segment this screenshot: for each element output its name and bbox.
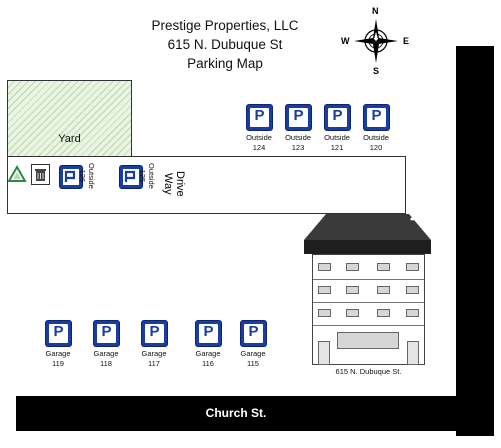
street-church: Church St. xyxy=(16,396,456,431)
spot-outside-126-label: Outside 126 xyxy=(78,163,96,189)
parking-sign-icon: P xyxy=(94,321,119,346)
parking-sign-icon: P xyxy=(325,105,350,130)
parking-sign-icon xyxy=(120,166,142,188)
map-subtitle: Parking Map xyxy=(187,56,263,71)
parking-sign-icon: P xyxy=(241,321,266,346)
building-label: 615 N. Dubuque St. xyxy=(335,367,402,376)
yard-area: Yard xyxy=(7,80,132,157)
parking-sign-icon: P xyxy=(247,105,272,130)
parking-sign-icon xyxy=(60,166,82,188)
compass-rose: N S W E xyxy=(340,6,414,76)
building-door-left xyxy=(318,341,330,365)
parking-sign-icon: P xyxy=(364,105,389,130)
driveway-label: Drive Way xyxy=(162,171,186,197)
driveway xyxy=(7,156,406,214)
building-door-right xyxy=(407,341,419,365)
street-n-dubuque-label: N. Dubuque St. xyxy=(408,135,422,221)
parking-sign-icon: P xyxy=(196,321,221,346)
compass-east: E xyxy=(403,36,410,46)
building-entrance xyxy=(337,332,399,349)
street-n-dubuque: N. Dubuque St. xyxy=(408,46,494,436)
building-roof xyxy=(304,214,431,254)
yard-label: Yard xyxy=(58,133,81,145)
trash-bin-icon xyxy=(31,164,50,185)
compass-rose-icon xyxy=(354,19,398,63)
parking-sign-icon: P xyxy=(286,105,311,130)
compass-south: S xyxy=(373,66,380,76)
parking-sign-icon: P xyxy=(142,321,167,346)
compass-west: W xyxy=(341,36,350,46)
street-church-label: Church St. xyxy=(205,406,267,420)
spot-outside-125-label: Outside 125 xyxy=(138,163,156,189)
compass-north: N xyxy=(372,6,379,16)
building xyxy=(312,254,425,365)
address-line: 615 N. Dubuque St xyxy=(167,37,283,52)
parking-sign-icon: P xyxy=(46,321,71,346)
recycle-icon xyxy=(7,164,27,190)
map-title: Prestige Properties, LLC 615 N. Dubuque … xyxy=(120,16,330,73)
company-name: Prestige Properties, LLC xyxy=(151,18,299,33)
